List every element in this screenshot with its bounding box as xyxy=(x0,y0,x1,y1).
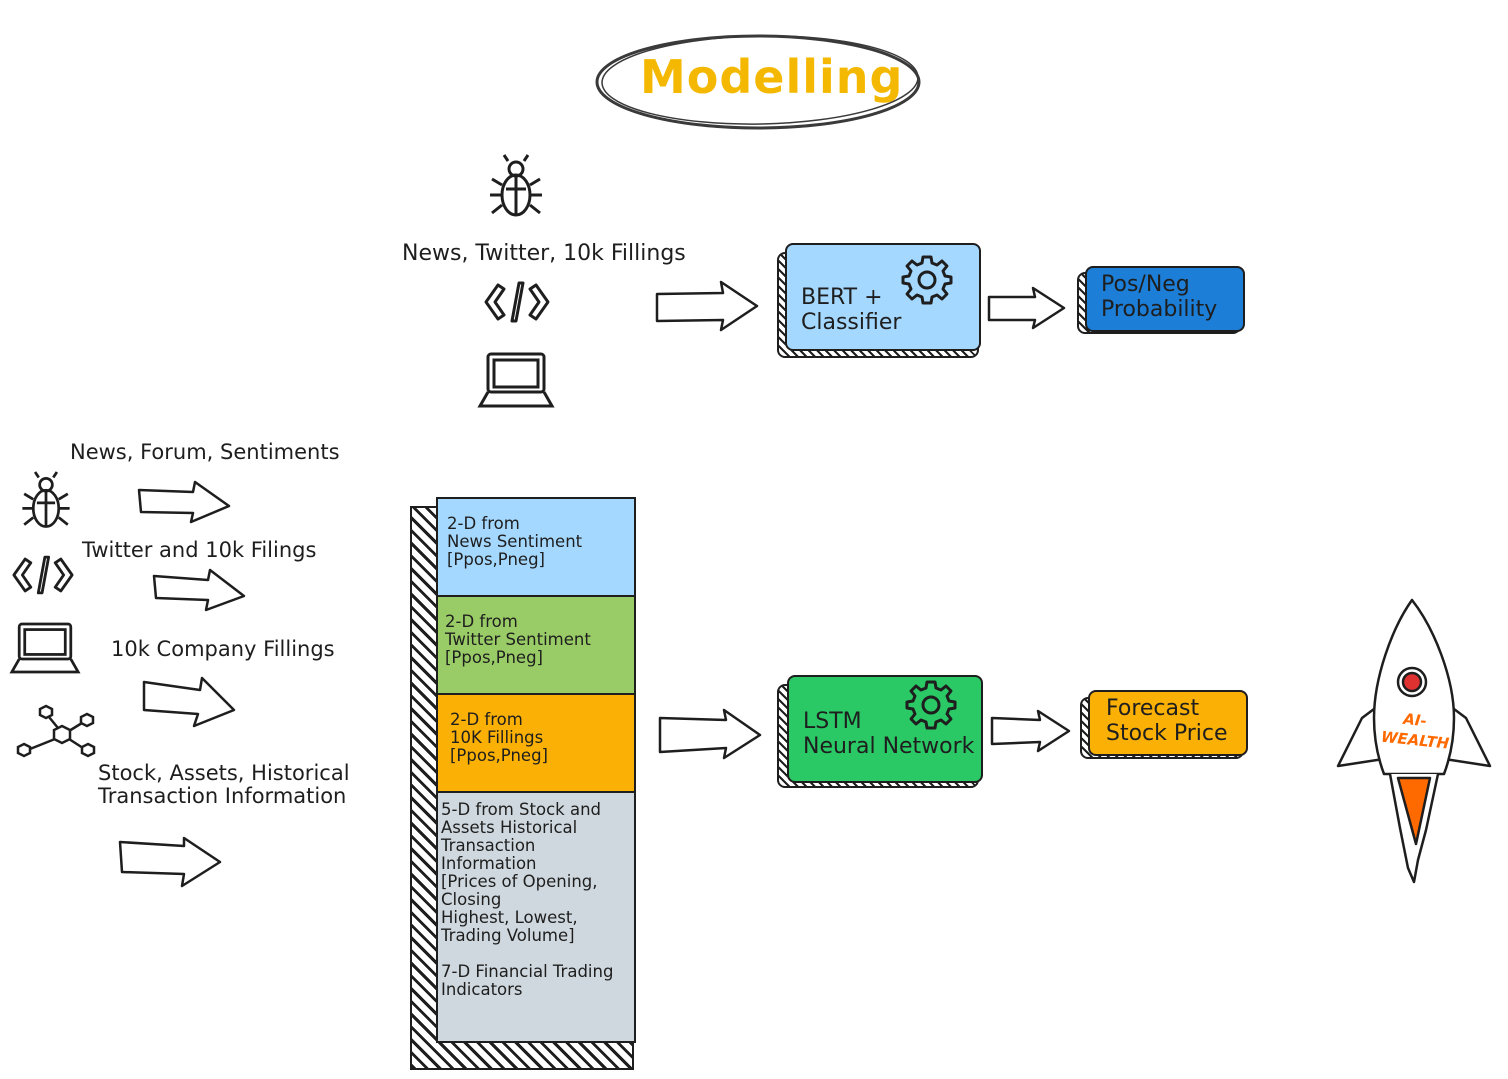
lstm-box-label: LSTM Neural Network xyxy=(803,709,975,759)
arrow-to-bert xyxy=(655,280,759,332)
feature-cell-twitter-text: 2-D from Twitter Sentiment [Ppos,Pneg] xyxy=(445,612,591,667)
posneg-box: Pos/Neg Probability xyxy=(1085,266,1245,332)
feature-cell-stock: 5-D from Stock and Assets Historical Tra… xyxy=(436,792,636,1043)
gear-icon xyxy=(901,255,953,305)
top-source-label: News, Twitter, 10k Fillings xyxy=(402,241,686,266)
feature-stack: 2-D from News Sentiment [Ppos,Pneg] 2-D … xyxy=(436,497,636,1043)
bert-box: BERT + Classifier xyxy=(785,243,981,351)
arrow-to-posneg xyxy=(987,286,1066,330)
bug-icon xyxy=(490,154,542,217)
rocket-icon xyxy=(1336,598,1492,884)
laptop-icon xyxy=(9,622,81,674)
arrow-stock xyxy=(118,836,222,888)
feature-cell-news: 2-D from News Sentiment [Ppos,Pneg] xyxy=(436,497,636,596)
arrow-to-forecast xyxy=(990,709,1071,753)
code-icon xyxy=(12,555,74,595)
input-label-10k: 10k Company Fillings xyxy=(111,637,335,661)
arrow-10k xyxy=(142,676,236,728)
code-icon xyxy=(484,281,550,323)
input-label-stock: Stock, Assets, Historical Transaction In… xyxy=(98,761,350,808)
arrow-twitter xyxy=(152,568,246,612)
input-label-news: News, Forum, Sentiments xyxy=(70,440,340,464)
feature-cell-news-text: 2-D from News Sentiment [Ppos,Pneg] xyxy=(447,514,583,569)
feature-cell-stock-text: 5-D from Stock and Assets Historical Tra… xyxy=(441,800,614,999)
gear-icon xyxy=(905,680,957,730)
laptop-icon xyxy=(477,352,555,408)
input-label-twitter: Twitter and 10k Filings xyxy=(82,538,317,562)
rocket-label: AI- WEALTH xyxy=(1380,709,1450,753)
posneg-box-label: Pos/Neg Probability xyxy=(1101,272,1218,322)
arrow-to-lstm xyxy=(658,708,762,760)
forecast-box-label: Forecast Stock Price xyxy=(1106,696,1228,746)
feature-cell-10k-text: 2-D from 10K Fillings [Ppos,Pneg] xyxy=(450,710,548,765)
network-icon xyxy=(16,704,96,758)
arrow-news xyxy=(137,480,231,524)
bert-box-label: BERT + Classifier xyxy=(801,285,902,335)
forecast-box: Forecast Stock Price xyxy=(1088,690,1248,756)
page-title: Modelling xyxy=(640,50,904,104)
feature-cell-twitter: 2-D from Twitter Sentiment [Ppos,Pneg] xyxy=(436,596,636,694)
bug-icon xyxy=(22,471,70,528)
feature-cell-10k: 2-D from 10K Fillings [Ppos,Pneg] xyxy=(436,694,636,792)
